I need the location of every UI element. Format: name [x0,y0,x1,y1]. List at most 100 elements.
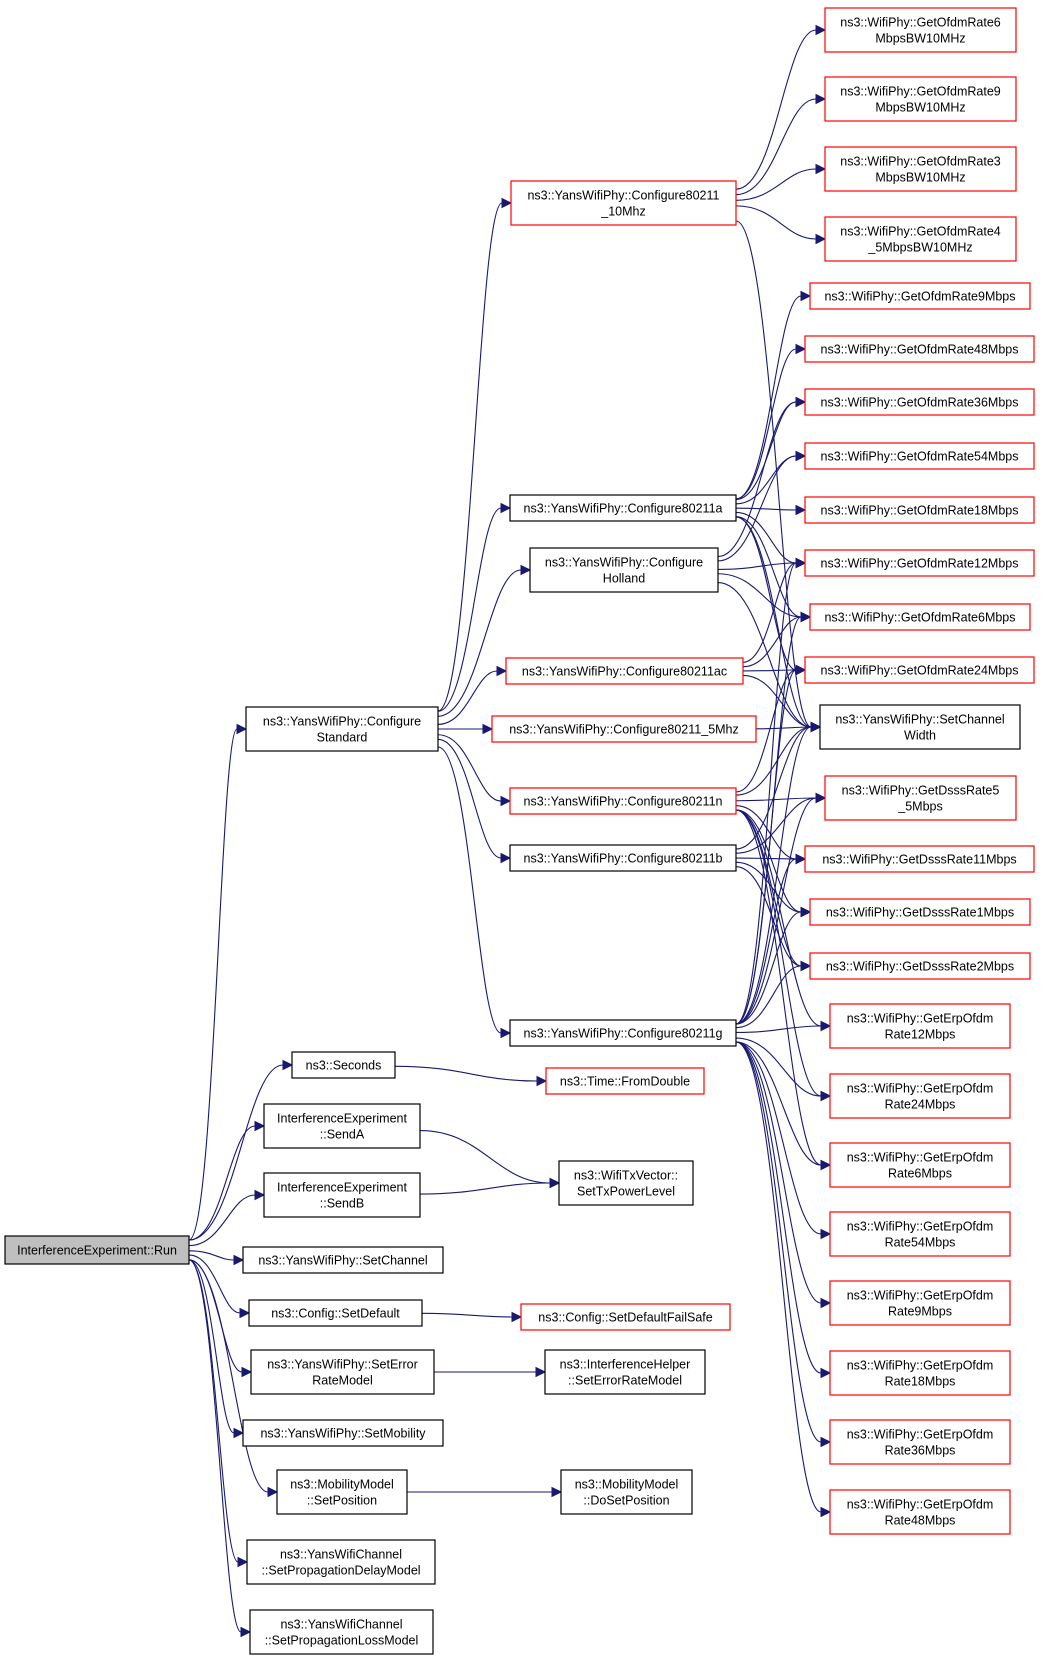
node-setdefault[interactable]: ns3::Config::SetDefault [248,1299,423,1327]
edge-c11g-to-d2 [735,965,802,1029]
node-label: ::SetErrorRateModel [568,1374,682,1388]
node-label: ns3::YansWifiPhy::Configure80211n [524,795,723,809]
node-box [249,1609,434,1655]
node-label: ns3::YansWifiPhy::Configure80211b [524,852,723,866]
node-iherror[interactable]: ns3::InterferenceHelper::SetErrorRateMod… [544,1349,706,1395]
node-c11a[interactable]: ns3::YansWifiPhy::Configure80211a [509,494,737,522]
node-box [509,844,737,872]
node-c11g[interactable]: ns3::YansWifiPhy::Configure80211g [509,1019,737,1047]
node-setmobility[interactable]: ns3::YansWifiPhy::SetMobility [242,1419,444,1447]
node-setproploss[interactable]: ns3::YansWifiChannel::SetPropagationLoss… [249,1609,434,1655]
arrowhead-c11g-to-d1 [800,906,812,918]
node-box [809,282,1031,310]
node-label: MbpsBW10MHz [875,32,965,46]
arrowhead-c11g-to-o6 [800,611,812,623]
node-box [804,442,1035,470]
nodes-layer: InterferenceExperiment::Runns3::YansWifi… [4,7,1035,1655]
node-label: ns3::WifiPhy::GetErpOfdm [847,1082,994,1096]
node-label: MbpsBW10MHz [875,171,965,185]
node-o54[interactable]: ns3::WifiPhy::GetOfdmRate54Mbps [804,442,1035,470]
node-seconds[interactable]: ns3::Seconds [291,1051,396,1079]
edge-c11n-to-e6 [735,809,822,1166]
node-r45bw10[interactable]: ns3::WifiPhy::GetOfdmRate4_5MbpsBW10MHz [824,216,1017,262]
node-box [824,146,1017,192]
arrowhead-c11g-to-e18 [820,1367,832,1379]
node-setposition[interactable]: ns3::MobilityModel::SetPosition [276,1469,408,1515]
node-c5mhz[interactable]: ns3::YansWifiPhy::Configure80211_5Mhz [491,715,757,743]
node-box [509,494,737,522]
arrowhead-c11a-to-o18 [795,504,807,516]
node-o6[interactable]: ns3::WifiPhy::GetOfdmRate6Mbps [809,603,1031,631]
node-label: ns3::WifiPhy::GetErpOfdm [847,1289,994,1303]
node-o18[interactable]: ns3::WifiPhy::GetOfdmRate18Mbps [804,496,1035,524]
node-o36[interactable]: ns3::WifiPhy::GetOfdmRate36Mbps [804,388,1035,416]
node-setpropdelay[interactable]: ns3::YansWifiChannel::SetPropagationDela… [246,1539,436,1585]
arrowhead-c10mhz-to-r45bw10 [815,233,827,245]
node-o24[interactable]: ns3::WifiPhy::GetOfdmRate24Mbps [804,656,1035,684]
node-o48[interactable]: ns3::WifiPhy::GetOfdmRate48Mbps [804,335,1035,363]
edge-configstd-to-cholland [437,569,522,717]
node-label: Rate36Mbps [885,1444,956,1458]
node-seterror[interactable]: ns3::YansWifiPhy::SetErrorRateModel [250,1349,435,1395]
node-d11[interactable]: ns3::WifiPhy::GetDsssRate11Mbps [804,845,1035,873]
node-c11b[interactable]: ns3::YansWifiPhy::Configure80211b [509,844,737,872]
node-c11ac[interactable]: ns3::YansWifiPhy::Configure80211ac [505,657,744,685]
arrowhead-run-to-setchannel [233,1254,245,1266]
node-label: MbpsBW10MHz [875,101,965,115]
node-setchannel[interactable]: ns3::YansWifiPhy::SetChannel [242,1246,444,1274]
arrowhead-run-to-configstd [236,723,248,735]
node-o9[interactable]: ns3::WifiPhy::GetOfdmRate9Mbps [809,282,1031,310]
node-label: Rate54Mbps [885,1236,956,1250]
node-sendb[interactable]: InterferenceExperiment::SendB [263,1172,421,1218]
node-run[interactable]: InterferenceExperiment::Run [4,1235,190,1265]
node-d2[interactable]: ns3::WifiPhy::GetDsssRate2Mbps [809,952,1031,980]
node-label: ns3::WifiPhy::GetOfdmRate24Mbps [821,664,1019,678]
node-box [804,845,1035,873]
node-settxpower[interactable]: ns3::WifiTxVector::SetTxPowerLevel [558,1160,694,1206]
node-d1[interactable]: ns3::WifiPhy::GetDsssRate1Mbps [809,898,1031,926]
node-senda[interactable]: InterferenceExperiment::SendA [263,1103,421,1149]
node-fromdouble[interactable]: ns3::Time::FromDouble [545,1067,705,1095]
node-c11n[interactable]: ns3::YansWifiPhy::Configure80211n [509,787,737,815]
node-label: ns3::Time::FromDouble [560,1075,690,1089]
node-dosetpos[interactable]: ns3::MobilityModel::DoSetPosition [560,1469,693,1515]
node-box [804,549,1035,577]
node-d55[interactable]: ns3::WifiPhy::GetDsssRate5_5Mbps [824,775,1017,821]
node-o12[interactable]: ns3::WifiPhy::GetOfdmRate12Mbps [804,549,1035,577]
node-label: ns3::WifiPhy::GetErpOfdm [847,1359,994,1373]
edge-c10mhz-to-r3bw10 [735,168,817,201]
arrowhead-c11g-to-d2 [800,960,812,972]
edge-c11b-to-d1 [735,861,802,913]
edge-configstd-to-c11ac [437,670,498,725]
edge-c11a-to-o12 [735,511,797,564]
arrowhead-c11g-to-d11 [795,853,807,865]
edge-sendb-to-settxpower [419,1182,551,1195]
node-c10mhz[interactable]: ns3::YansWifiPhy::Configure80211_10Mhz [510,180,737,226]
arrowhead-c11g-to-e9 [820,1297,832,1309]
node-box [520,1303,731,1331]
arrowhead-cholland-to-o54 [795,450,807,462]
node-box [829,1211,1011,1257]
arrowhead-run-to-setdefault [239,1307,251,1319]
node-setdefaultfs[interactable]: ns3::Config::SetDefaultFailSafe [520,1303,731,1331]
node-box [4,1235,190,1265]
edge-c11n-to-d55 [735,797,817,802]
node-label: ns3::WifiPhy::GetOfdmRate54Mbps [821,450,1019,464]
node-label: _10Mhz [600,205,645,219]
edge-c11g-to-o24 [735,669,797,1025]
node-label: ns3::Seconds [306,1059,382,1073]
